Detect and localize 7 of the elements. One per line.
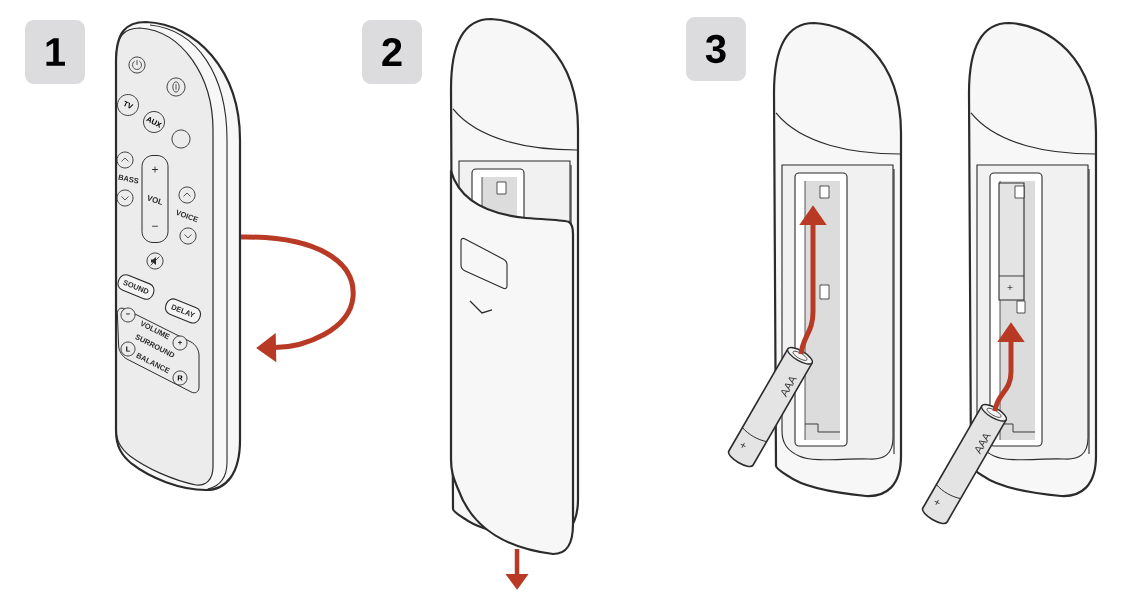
step-number-badge: 3 [686, 17, 746, 81]
step-number-badge: 2 [362, 20, 422, 84]
polarity-sign: + [740, 442, 746, 448]
polarity-sign: + [1007, 285, 1013, 290]
polarity-sign: + [934, 499, 940, 505]
step-number-badge: 1 [25, 20, 85, 84]
round-button [171, 129, 191, 149]
